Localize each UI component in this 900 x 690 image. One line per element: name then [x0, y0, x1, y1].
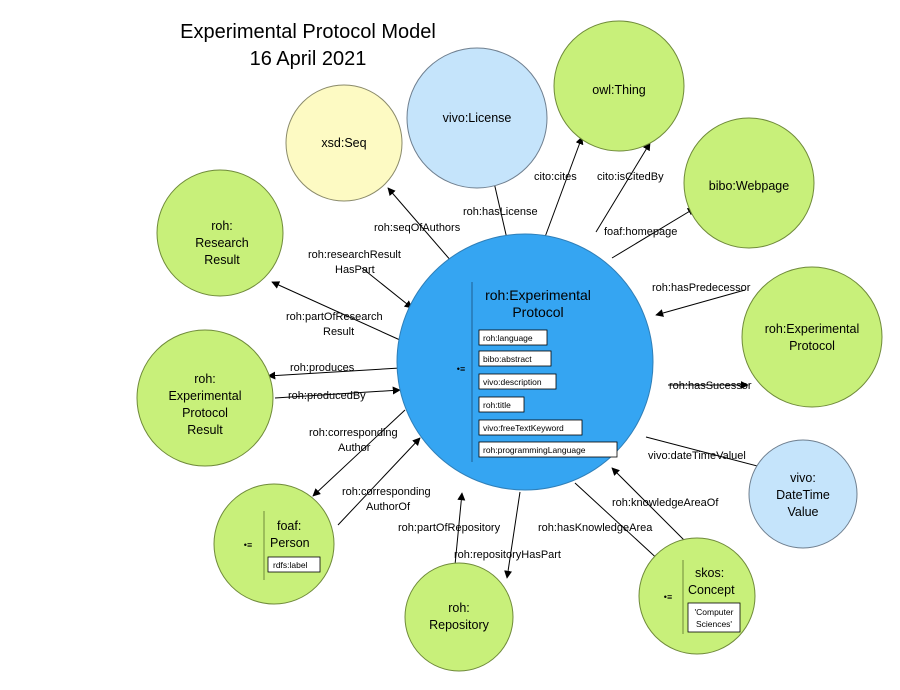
edge-part-of-repository	[454, 492, 466, 566]
edge-produces	[267, 367, 401, 380]
edge-date-time-value	[645, 436, 766, 471]
label-homepage: foaf:homepage	[604, 226, 677, 238]
edge-research-result-has-part	[361, 267, 413, 309]
node-bibo-webpage	[683, 117, 815, 249]
label-research-result-has-part-2: HasPart	[335, 264, 375, 276]
node-experimental-protocol-result	[136, 329, 274, 467]
label-date-time-value: vivo:dateTimeValuel	[648, 450, 746, 462]
expand-icon[interactable]: •≡	[457, 364, 465, 374]
center-title-line1: roh:Experimental	[485, 287, 591, 303]
label-corresponding-author-2: Author	[338, 442, 371, 454]
edge-corresponding-author-of	[337, 437, 421, 526]
edge-cites	[544, 136, 584, 238]
node-datetime-line2: DateTime	[776, 488, 830, 502]
diagram-title: Experimental Protocol Model	[180, 21, 436, 43]
edge-knowledge-area-of	[611, 467, 691, 547]
node-bibo-webpage-label: bibo:Webpage	[709, 179, 789, 193]
outer-nodes: xsd:Seq vivo:License owl:Thing bibo:Webp…	[136, 20, 883, 672]
edge-part-of-research-result	[271, 281, 401, 341]
label-produces: roh:produces	[290, 362, 355, 374]
label-has-license: roh:hasLicense	[463, 206, 538, 218]
center-title-line2: Protocol	[512, 304, 563, 320]
node-datetime-line3: Value	[787, 505, 818, 519]
label-part-of-research-result-2: Result	[323, 326, 354, 338]
node-skos-concept-prop-line2: Sciences'	[696, 619, 732, 629]
node-owl-thing-label: owl:Thing	[592, 83, 646, 97]
node-roh-repository	[404, 562, 514, 672]
node-epr-line2: Experimental	[169, 389, 242, 403]
label-has-predecessor: roh:hasPredecessor	[652, 282, 751, 294]
center-prop-2: bibo:abstract	[483, 354, 532, 364]
node-roh-experimental-protocol-line1: roh:Experimental	[765, 322, 860, 336]
node-vivo-datetime-value	[748, 439, 858, 549]
center-prop-6: roh:programmingLanguage	[483, 445, 586, 455]
edge-is-cited-by	[595, 142, 651, 233]
node-datetime-line1: vivo:	[790, 471, 816, 485]
label-knowledge-area-of: roh:knowledgeAreaOf	[612, 497, 719, 509]
edge-seq-of-authors	[387, 187, 453, 263]
node-foaf-person-line1: foaf:	[277, 519, 301, 533]
node-epr-line4: Result	[187, 423, 223, 437]
label-is-cited-by: cito:isCitedBy	[597, 171, 664, 183]
edge-homepage	[611, 207, 696, 259]
label-has-knowledge-area: roh:hasKnowledgeArea	[538, 522, 653, 534]
node-repository-line2: Repository	[429, 618, 489, 632]
label-part-of-research-result-1: roh:partOfResearch	[286, 311, 383, 323]
label-seq-of-authors: roh:seqOfAuthors	[374, 222, 461, 234]
node-vivo-license-label: vivo:License	[443, 111, 512, 125]
node-research-result	[156, 169, 284, 297]
expand-icon[interactable]: •≡	[664, 592, 672, 602]
node-foaf-person-line2: Person	[270, 536, 310, 550]
center-prop-4: roh:title	[483, 400, 511, 410]
diagram-date: 16 April 2021	[250, 48, 367, 70]
node-foaf-person	[213, 483, 335, 605]
center-node: •≡ roh:Experimental Protocol roh:languag…	[396, 233, 654, 491]
edges	[267, 136, 766, 579]
edge-labels: roh:seqOfAuthors roh:hasLicense cito:cit…	[286, 171, 752, 561]
node-research-result-line3: Result	[204, 253, 240, 267]
edge-corresponding-author	[312, 409, 406, 497]
node-skos-concept-line2: Concept	[688, 583, 735, 597]
label-corresponding-author-of-1: roh:corresponding	[342, 486, 431, 498]
node-research-result-line2: Research	[195, 236, 249, 250]
node-epr-line1: roh:	[194, 372, 216, 386]
label-cites: cito:cites	[534, 171, 577, 183]
expand-icon[interactable]: •≡	[244, 540, 252, 550]
edge-produced-by	[274, 386, 401, 399]
label-produced-by: roh:producedBy	[288, 390, 366, 402]
node-foaf-person-prop: rdfs:label	[273, 560, 308, 570]
center-prop-1: roh:language	[483, 333, 533, 343]
label-research-result-has-part-1: roh:researchResult	[308, 249, 401, 261]
node-skos-concept-prop-line1: 'Computer	[695, 607, 734, 617]
label-part-of-repository: roh:partOfRepository	[398, 522, 501, 534]
edge-has-predecessor	[655, 289, 746, 317]
label-corresponding-author-of-2: AuthorOf	[366, 501, 411, 513]
node-vivo-license	[406, 47, 548, 189]
node-roh-experimental-protocol-line2: Protocol	[789, 339, 835, 353]
edge-repository-has-part	[504, 491, 521, 579]
center-prop-5: vivo:freeTextKeyword	[483, 423, 564, 433]
center-prop-3: vivo:description	[483, 377, 542, 387]
node-research-result-line1: roh:	[211, 219, 233, 233]
label-corresponding-author-1: roh:corresponding	[309, 427, 398, 439]
node-roh-experimental-protocol	[741, 266, 883, 408]
node-epr-line3: Protocol	[182, 406, 228, 420]
node-skos-concept-line1: skos:	[695, 566, 724, 580]
node-owl-thing	[553, 20, 685, 152]
node-xsd-seq-label: xsd:Seq	[321, 136, 366, 150]
node-repository-line1: roh:	[448, 601, 470, 615]
label-has-sucessor: roh:hasSucessor	[669, 380, 752, 392]
node-xsd-seq	[285, 84, 403, 202]
label-repository-has-part: roh:repositoryHasPart	[454, 549, 561, 561]
